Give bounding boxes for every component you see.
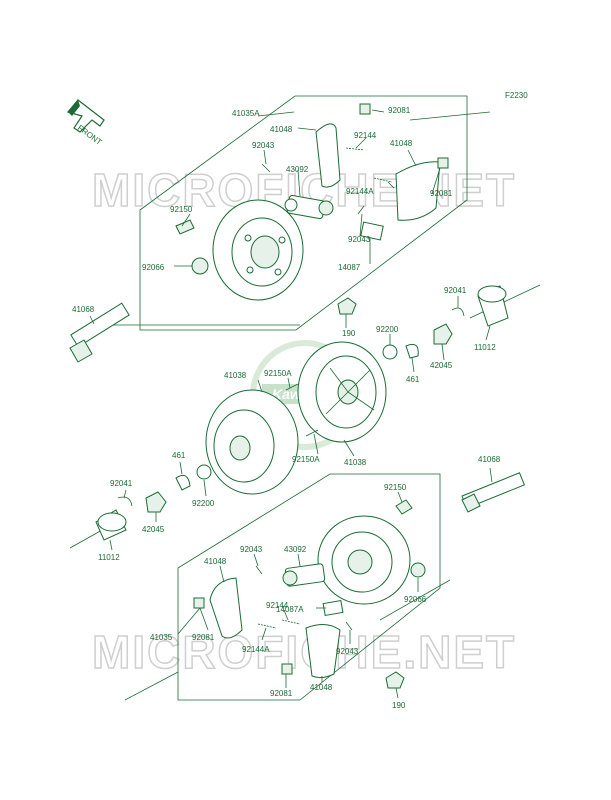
cap-92066-bottom	[410, 562, 426, 578]
label-41048-top-left: 41048	[270, 125, 293, 134]
watermark-bottom: MICROFICHE.NET	[92, 626, 516, 678]
label-461-top: 461	[406, 375, 420, 384]
pin-92043-bottom-b	[345, 621, 353, 631]
brake-backing-plate-bottom	[317, 515, 411, 605]
nut-42045-bottom	[145, 491, 167, 513]
label-92041-top: 92041	[444, 286, 467, 295]
ring-461-bottom	[175, 474, 191, 491]
wheel-cylinder-bottom	[282, 563, 326, 587]
label-41035: 41035	[150, 633, 173, 642]
spring-92144A-bottom	[257, 623, 277, 629]
pin-92081-bottom-a	[193, 597, 205, 609]
label-42045-top: 42045	[430, 361, 453, 370]
label-11012-top: 11012	[474, 343, 496, 352]
label-92150A-bottom: 92150A	[292, 455, 320, 464]
label-41068-bottom: 41068	[478, 455, 501, 464]
label-41038-left: 41038	[224, 371, 247, 380]
label-461-bottom: 461	[172, 451, 186, 460]
label-92150-bottom: 92150	[384, 483, 407, 492]
label-41068-top: 41068	[72, 305, 95, 314]
pin-92081-bottom-b	[281, 663, 293, 675]
label-92081-top-right: 92081	[430, 189, 453, 198]
bolt-92150-top	[175, 219, 195, 235]
bolt-92150A-bottom	[305, 429, 319, 437]
washer-92200-bottom	[196, 464, 212, 480]
bolt-92150A-top	[285, 383, 299, 391]
label-190-bottom: 190	[392, 701, 406, 710]
pin-92081-top	[359, 103, 371, 115]
cap-92066-top	[191, 257, 209, 275]
hub-cap-left	[95, 509, 127, 541]
brake-drum-right	[297, 341, 387, 443]
label-92043-bottom: 92043	[240, 545, 263, 554]
wheel-cylinder-top	[284, 194, 334, 220]
label-190-top: 190	[342, 329, 356, 338]
label-43092-bottom: 43092	[284, 545, 307, 554]
label-41038-right: 41038	[344, 458, 367, 467]
label-41048-top-right: 41048	[390, 139, 413, 148]
axle-shaft-right	[461, 472, 526, 513]
spring-92144-top	[345, 147, 365, 151]
nut-190-bottom	[385, 671, 405, 689]
front-arrow-icon: FRONT	[66, 99, 105, 147]
front-arrow-label: FRONT	[76, 123, 104, 147]
label-92150A-top: 92150A	[264, 369, 292, 378]
bottom-group-frame	[177, 473, 441, 701]
label-92081-bottom-b: 92081	[270, 689, 293, 698]
label-92043-top-b: 92043	[348, 235, 371, 244]
pin-92081-top-right	[437, 157, 449, 169]
cam-lever-14087	[360, 221, 384, 241]
nut-190-top	[337, 297, 357, 315]
label-92144-top: 92144	[354, 131, 377, 140]
label-41048-bottom-left: 41048	[204, 557, 227, 566]
label-92144A-top: 92144A	[346, 187, 374, 196]
axle-shaft-left	[69, 302, 130, 363]
label-14087A: 14087A	[276, 605, 304, 614]
spring-92144-bottom	[281, 619, 301, 625]
nut-42045-top	[433, 323, 453, 345]
brake-shoe-top-right	[395, 161, 441, 221]
brake-backing-plate-top	[212, 199, 304, 301]
brake-shoe-top-left	[315, 123, 341, 188]
label-92200-bottom: 92200	[192, 499, 215, 508]
hub-cap-right	[477, 285, 509, 327]
pin-92043-top	[261, 163, 271, 173]
brake-drum-left	[205, 389, 299, 495]
brake-shoe-bottom-right	[305, 624, 341, 679]
pin-92043-bottom	[255, 565, 263, 575]
top-group-frame	[139, 95, 468, 331]
label-92144A-bottom: 92144A	[242, 645, 270, 654]
label-41035A: 41035A	[232, 109, 260, 118]
ring-461-top	[405, 343, 419, 359]
label-43092-top: 43092	[286, 165, 309, 174]
figure-code: F2230	[505, 91, 528, 100]
brake-shoe-bottom-left	[209, 577, 243, 639]
label-92043-top: 92043	[252, 141, 275, 150]
label-41048-bottom-right: 41048	[310, 683, 333, 692]
bolt-92150-bottom	[395, 499, 413, 515]
label-92150-top: 92150	[170, 205, 193, 214]
cotter-92041-bottom	[117, 496, 133, 507]
washer-92200-top	[382, 344, 398, 360]
spring-92144A-top	[373, 177, 393, 183]
cotter-92041-top	[451, 307, 465, 317]
label-92081-bottom-a: 92081	[192, 633, 215, 642]
label-92041-bottom: 92041	[110, 479, 133, 488]
label-92144-bottom: 92144	[266, 601, 289, 610]
label-92066-top: 92066	[142, 263, 165, 272]
cam-lever-14087A	[322, 599, 344, 617]
label-92081-top: 92081	[388, 106, 411, 115]
pin-92043-top-b	[357, 205, 365, 215]
label-92066-bottom: 92066	[404, 595, 427, 604]
label-11012-bottom: 11012	[98, 553, 120, 562]
label-14087: 14087	[338, 263, 361, 272]
label-92043-bottom-b: 92043	[336, 647, 359, 656]
label-42045-bottom: 42045	[142, 525, 165, 534]
leader-lines	[89, 109, 493, 699]
label-92200-top: 92200	[376, 325, 399, 334]
